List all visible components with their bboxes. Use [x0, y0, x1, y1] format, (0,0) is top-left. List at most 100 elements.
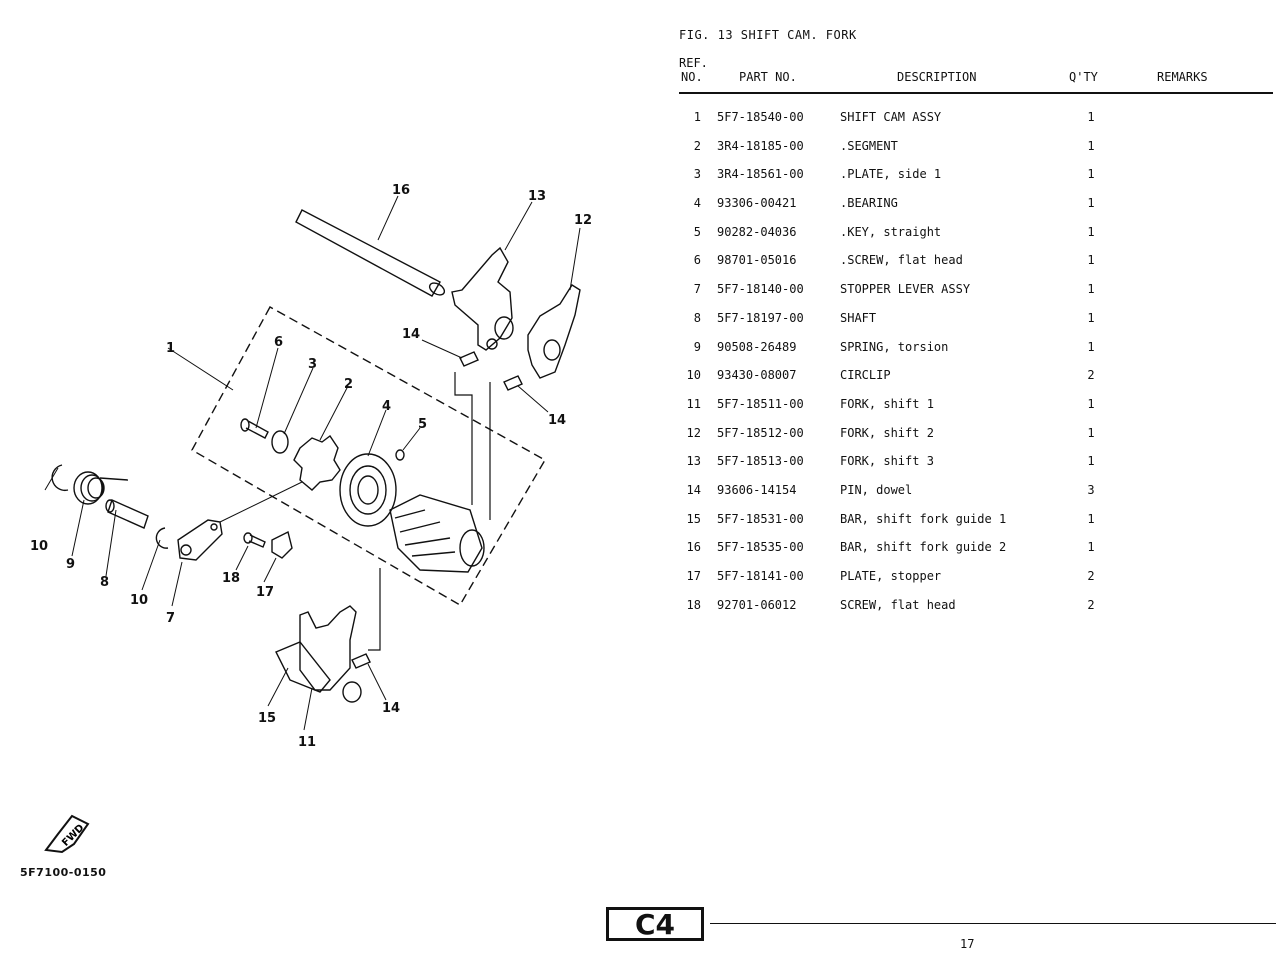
- cell-qty: 1: [1087, 396, 1095, 411]
- shift-cam-drum: [389, 494, 485, 573]
- circlip-10-right: [155, 527, 169, 549]
- cell-ref: 1: [693, 110, 701, 124]
- cell-qty: 1: [1087, 138, 1095, 153]
- diagram-drawing: 16 13 12 1 6 3 2 4 5 14 14 10 9 8 10 7 1…: [30, 183, 592, 750]
- cell-description: PIN, dowel: [840, 482, 913, 497]
- cell-part-no: 5F7-18535-00: [717, 540, 804, 555]
- cell-part-no: 98701-05016: [717, 253, 797, 268]
- table-row: 13 5F7-18513-00 FORK, shift 3 1: [679, 446, 1273, 475]
- cell-part-no: 90282-04036: [717, 224, 797, 239]
- guide-bar-16: [295, 209, 446, 297]
- cell-qty: 1: [1087, 310, 1095, 325]
- cell-qty: 1: [1087, 511, 1095, 526]
- shift-fork-11: [275, 605, 362, 703]
- dowel-pin-right: [503, 375, 523, 391]
- cell-description: .PLATE, side 1: [840, 167, 942, 182]
- cell-ref: 6: [693, 253, 701, 268]
- parts-table: REF. NO. PART NO. DESCRIPTION Q'TY REMAR…: [679, 48, 1273, 618]
- shift-fork-12: [527, 284, 581, 379]
- cell-qty: 1: [1087, 540, 1095, 555]
- circlip-10-left: [51, 464, 69, 492]
- screw-18: [243, 532, 266, 548]
- cell-part-no: 93430-08007: [717, 368, 797, 383]
- callout-7: 7: [166, 611, 175, 626]
- cell-part-no: 90508-26489: [717, 339, 797, 354]
- cell-part-no: 3R4-18561-00: [717, 167, 804, 182]
- cell-ref: 15: [686, 511, 701, 526]
- cell-ref: 7: [693, 282, 701, 297]
- cell-description: SHAFT: [840, 310, 877, 325]
- cell-description: SPRING, torsion: [840, 339, 949, 354]
- cell-ref: 13: [686, 454, 701, 469]
- cell-description: STOPPER LEVER ASSY: [840, 282, 971, 297]
- document-code: 5F7100-0150: [20, 866, 107, 879]
- cell-description: .KEY, straight: [840, 224, 942, 239]
- callout-11: 11: [298, 735, 316, 750]
- cell-part-no: 5F7-18511-00: [717, 396, 804, 411]
- cell-ref: 3: [693, 167, 701, 182]
- header-ref: REF. NO.: [679, 56, 709, 84]
- callout-15: 15: [258, 711, 276, 726]
- cell-ref: 8: [693, 310, 701, 325]
- cell-part-no: 92701-06012: [717, 597, 797, 612]
- cell-part-no: 3R4-18185-00: [717, 138, 804, 153]
- header-ref-line2: NO.: [681, 70, 703, 84]
- cell-qty: 3: [1087, 482, 1095, 497]
- cell-description: PLATE, stopper: [840, 569, 942, 583]
- cell-part-no: 5F7-18540-00: [717, 110, 804, 124]
- cell-part-no: 5F7-18513-00: [717, 454, 804, 469]
- cell-ref: 12: [686, 425, 701, 440]
- callout-4: 4: [382, 399, 391, 414]
- cell-qty: 1: [1087, 167, 1095, 182]
- assembly-boundary: [191, 306, 546, 606]
- fwd-arrow-icon: FWD: [44, 814, 90, 858]
- cell-ref: 5: [693, 224, 701, 239]
- cell-part-no: 5F7-18531-00: [717, 511, 804, 526]
- cell-qty: 1: [1087, 224, 1095, 239]
- cell-qty: 1: [1087, 454, 1095, 469]
- cell-qty: 2: [1087, 597, 1095, 612]
- callout-6: 6: [274, 335, 283, 350]
- callout-17: 17: [256, 585, 274, 600]
- header-remarks: REMARKS: [1157, 70, 1208, 84]
- cell-qty: 2: [1087, 569, 1095, 583]
- callout-9: 9: [66, 557, 75, 572]
- cell-ref: 11: [686, 396, 701, 411]
- bearing-4: [339, 453, 397, 527]
- callout-5: 5: [418, 417, 427, 432]
- dowel-pin-upper: [459, 351, 479, 367]
- cell-ref: 16: [686, 540, 701, 555]
- shift-fork-13: [451, 246, 514, 351]
- stopper-lever-7: [177, 519, 223, 561]
- cell-description: FORK, shift 2: [840, 425, 934, 440]
- table-header: REF. NO. PART NO. DESCRIPTION Q'TY REMAR…: [679, 48, 1273, 94]
- cell-description: FORK, shift 3: [840, 454, 934, 469]
- header-qty: Q'TY: [1069, 70, 1098, 84]
- cell-ref: 18: [686, 597, 701, 612]
- header-description: DESCRIPTION: [897, 70, 977, 84]
- cell-description: CIRCLIP: [840, 368, 891, 383]
- cell-qty: 1: [1087, 339, 1095, 354]
- callout-16: 16: [392, 183, 410, 198]
- cell-qty: 1: [1087, 253, 1095, 268]
- cell-ref: 10: [686, 368, 701, 383]
- cell-ref: 17: [686, 569, 701, 583]
- footer-rule: [710, 923, 1276, 924]
- key-5: [395, 449, 405, 461]
- stopper-plate-17: [271, 530, 293, 559]
- cell-part-no: 5F7-18512-00: [717, 425, 804, 440]
- shaft-8: [105, 499, 149, 529]
- callout-10-right: 10: [130, 593, 148, 608]
- table-row: 3 3R4-18561-00 .PLATE, side 1 1: [679, 159, 1273, 188]
- cell-part-no: 5F7-18197-00: [717, 310, 804, 325]
